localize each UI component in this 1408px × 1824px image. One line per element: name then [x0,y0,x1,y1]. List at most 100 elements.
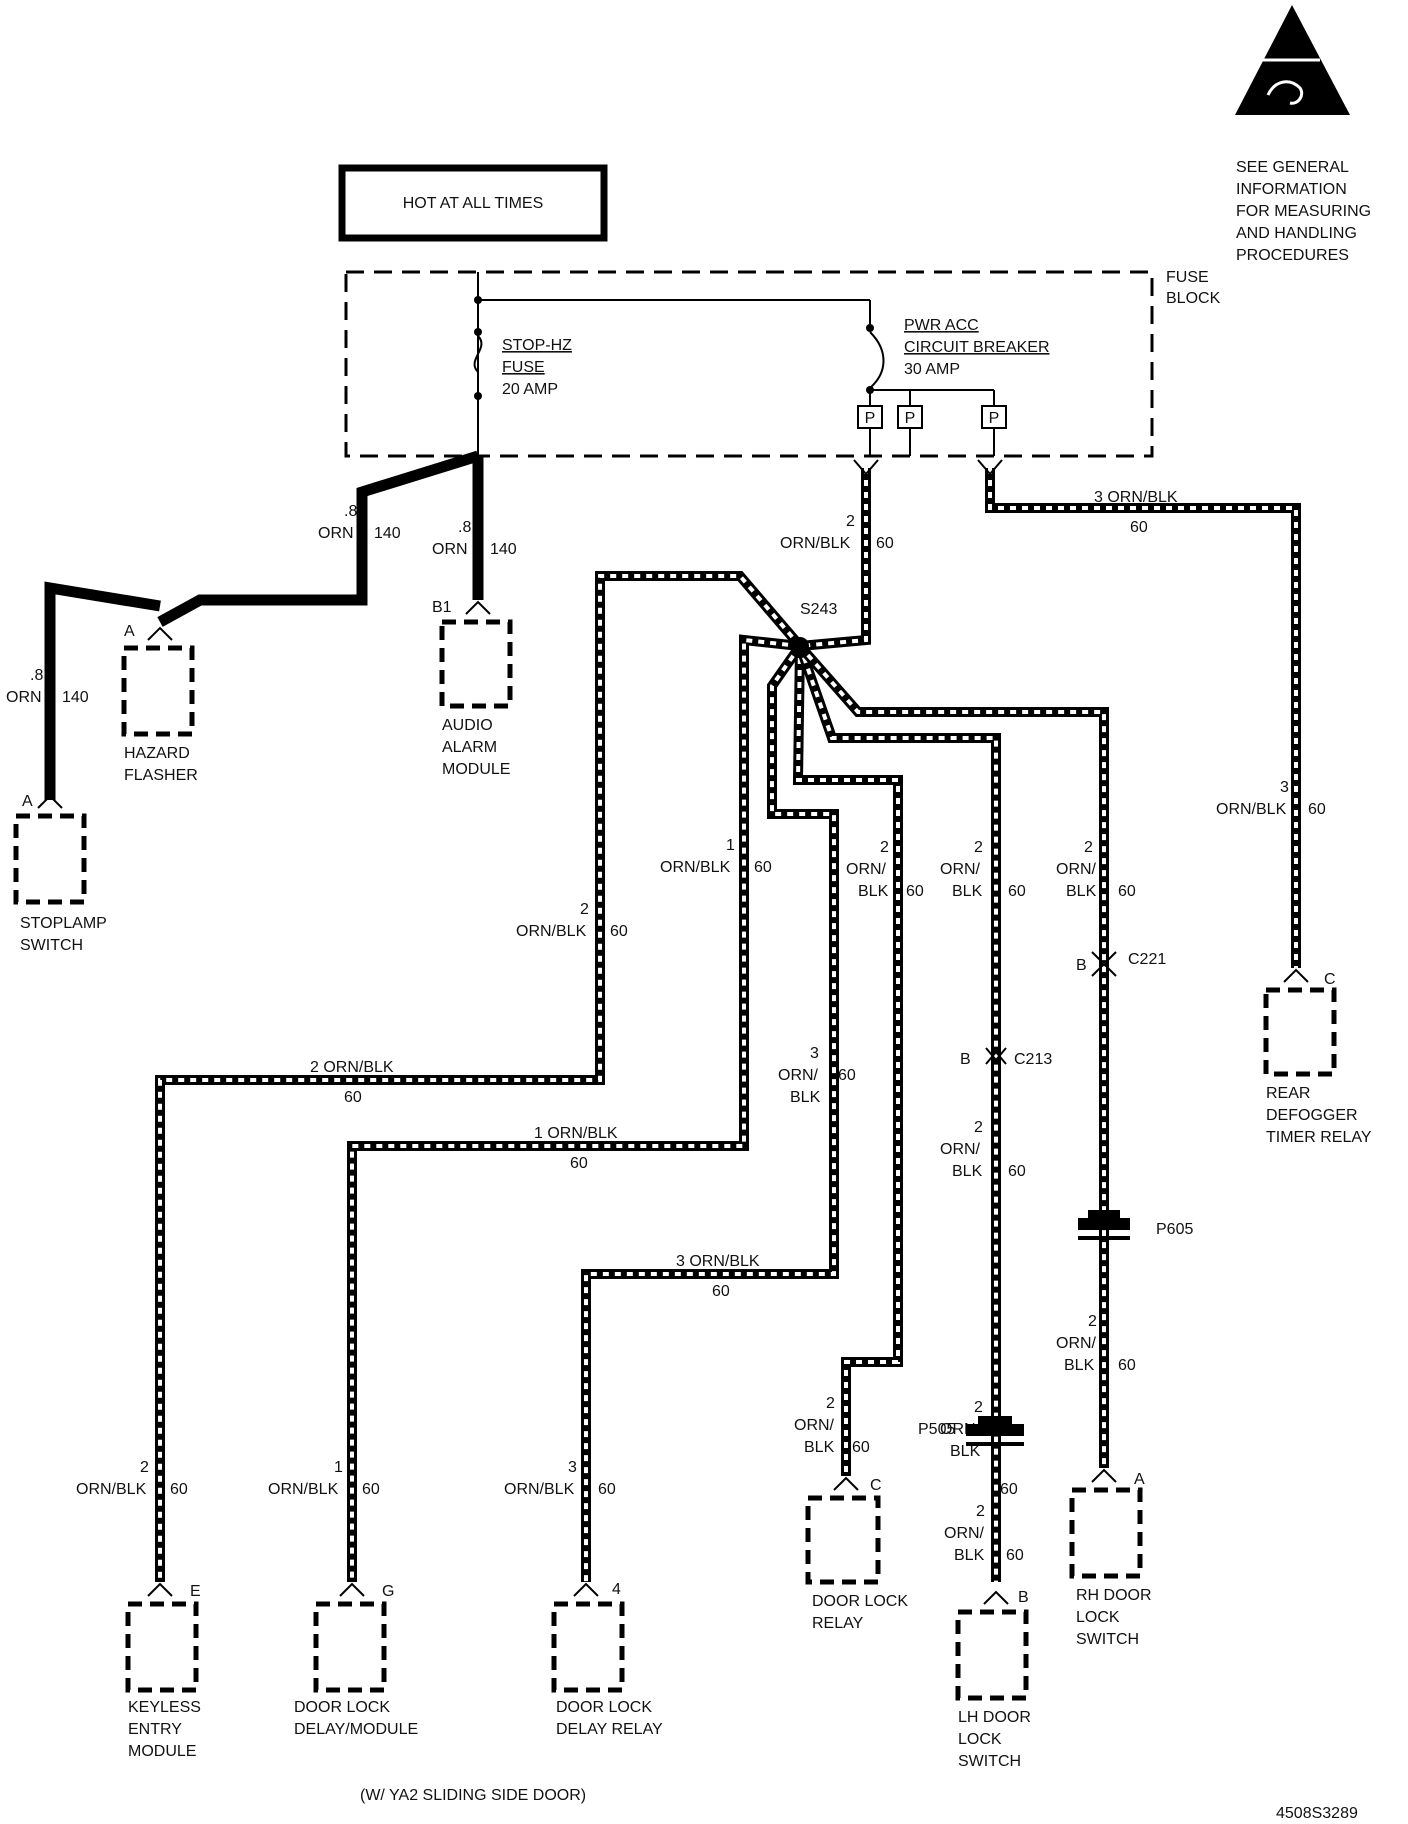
svg-text:B: B [1018,1589,1029,1606]
svg-text:140: 140 [62,689,89,706]
rh-door-lock-switch: A RH DOOR LOCK SWITCH [1069,1468,1152,1648]
wire-label: 3 ORN/BLK 60 [1094,489,1178,536]
svg-text:BLK: BLK [954,1547,985,1564]
svg-text:FUSE: FUSE [502,359,545,376]
svg-text:3 ORN/BLK: 3 ORN/BLK [1094,489,1178,506]
wire-label: 2 ORN/BLK 60 [780,513,894,552]
svg-text:1: 1 [726,837,735,854]
wire-label: 2 ORN/ BLK 60 [846,839,924,900]
svg-text:ORN: ORN [318,525,354,542]
svg-text:S243: S243 [800,601,837,618]
wire-label: 2 ORN/ BLK 60 [940,1119,1026,1180]
svg-text:2 ORN/BLK: 2 ORN/BLK [310,1059,394,1076]
svg-text:ENTRY: ENTRY [128,1721,182,1738]
svg-text:SWITCH: SWITCH [1076,1631,1139,1648]
svg-text:PWR ACC: PWR ACC [904,317,979,334]
svg-text:2: 2 [846,513,855,530]
esd-warning-icon [1235,5,1350,115]
p-terminal: P [981,405,1007,429]
wire-label: 3 ORN/ BLK 60 [778,1045,856,1106]
svg-text:REAR: REAR [1266,1085,1310,1102]
wire-label: 2 ORN/BLK 60 [76,1459,188,1498]
esd-note: SEE GENERAL INFORMATION FOR MEASURING AN… [1236,159,1371,264]
svg-text:G: G [382,1583,394,1600]
pwr-acc-circuit-breaker: PWR ACC CIRCUIT BREAKER 30 AMP [904,317,1050,378]
svg-text:20 AMP: 20 AMP [502,381,558,398]
wire-label: .8 ORN 140 [318,503,401,542]
svg-text:ORN/: ORN/ [778,1067,819,1084]
svg-text:ORN/BLK: ORN/BLK [76,1481,147,1498]
connector-p605: P605 [1078,1210,1193,1240]
svg-text:BLK: BLK [952,883,983,900]
svg-text:TIMER RELAY: TIMER RELAY [1266,1129,1372,1146]
svg-text:P: P [989,410,1000,427]
wire-label: .8 ORN 140 [432,519,517,558]
svg-text:MODULE: MODULE [442,761,510,778]
svg-text:FOR MEASURING: FOR MEASURING [1236,203,1371,220]
svg-text:CIRCUIT BREAKER: CIRCUIT BREAKER [904,339,1050,356]
wire-label: 3 ORN/BLK 60 [1216,779,1326,818]
svg-text:140: 140 [374,525,401,542]
wire-label: 1 ORN/BLK 60 [534,1125,618,1172]
footer-note: (W/ YA2 SLIDING SIDE DOOR) [360,1787,586,1804]
svg-text:ORN/BLK: ORN/BLK [1216,801,1287,818]
svg-text:60: 60 [344,1089,362,1106]
svg-text:60: 60 [1308,801,1326,818]
svg-text:2: 2 [974,1119,983,1136]
hot-at-all-times-box: HOT AT ALL TIMES [338,164,608,242]
svg-text:2: 2 [974,839,983,856]
svg-text:ORN/: ORN/ [846,861,887,878]
svg-text:A: A [1134,1471,1145,1488]
svg-text:INFORMATION: INFORMATION [1236,181,1347,198]
svg-text:ORN/: ORN/ [1056,1335,1097,1352]
door-lock-delay-module: G DOOR LOCK DELAY/MODULE [294,1582,418,1738]
svg-text:RH DOOR: RH DOOR [1076,1587,1152,1604]
svg-text:BLK: BLK [790,1089,821,1106]
svg-text:FUSE: FUSE [1166,269,1209,286]
svg-text:60: 60 [570,1155,588,1172]
svg-text:60: 60 [876,535,894,552]
svg-text:60: 60 [170,1481,188,1498]
svg-text:LOCK: LOCK [1076,1609,1120,1626]
svg-text:2: 2 [140,1459,149,1476]
svg-text:BLK: BLK [952,1163,983,1180]
svg-text:MODULE: MODULE [128,1743,196,1760]
svg-text:60: 60 [838,1067,856,1084]
svg-text:SEE GENERAL: SEE GENERAL [1236,159,1349,176]
svg-text:DOOR LOCK: DOOR LOCK [556,1699,652,1716]
lh-door-lock-switch: B LH DOOR LOCK SWITCH [955,1589,1031,1770]
svg-text:ORN/BLK: ORN/BLK [268,1481,339,1498]
svg-text:4: 4 [612,1581,621,1598]
svg-text:2: 2 [1084,839,1093,856]
svg-text:60: 60 [362,1481,380,1498]
svg-text:BLK: BLK [1064,1357,1095,1374]
connector-c221: B C221 [1076,951,1166,977]
svg-text:60: 60 [598,1481,616,1498]
svg-text:60: 60 [1008,883,1026,900]
svg-text:HOT AT ALL TIMES: HOT AT ALL TIMES [403,195,544,212]
wire-label: 3 ORN/BLK 60 [504,1459,616,1498]
svg-text:.8: .8 [458,519,471,536]
svg-text:P: P [865,410,876,427]
svg-text:C213: C213 [1014,1051,1052,1068]
svg-text:ORN/: ORN/ [794,1417,835,1434]
wire-label: 2 ORN/BLK 60 [310,1059,394,1106]
stoplamp-switch: A STOPLAMP SWITCH [13,793,107,954]
svg-text:.8: .8 [30,667,43,684]
svg-text:STOPLAMP: STOPLAMP [20,915,107,932]
p-terminal: P [857,405,883,429]
svg-text:2: 2 [1088,1313,1097,1330]
svg-text:C: C [1324,971,1336,988]
svg-text:RELAY: RELAY [812,1615,864,1632]
svg-text:60: 60 [1008,1163,1026,1180]
svg-text:HAZARD: HAZARD [124,745,190,762]
svg-text:LH DOOR: LH DOOR [958,1709,1031,1726]
svg-text:BLOCK: BLOCK [1166,290,1221,307]
svg-text:ORN: ORN [432,541,468,558]
svg-text:AND HANDLING: AND HANDLING [1236,225,1357,242]
wire-label: 2 ORN/ BLK 60 [940,1399,1018,1498]
svg-text:ORN/BLK: ORN/BLK [504,1481,575,1498]
svg-text:60: 60 [712,1283,730,1300]
door-lock-relay: C DOOR LOCK RELAY [805,1476,908,1632]
